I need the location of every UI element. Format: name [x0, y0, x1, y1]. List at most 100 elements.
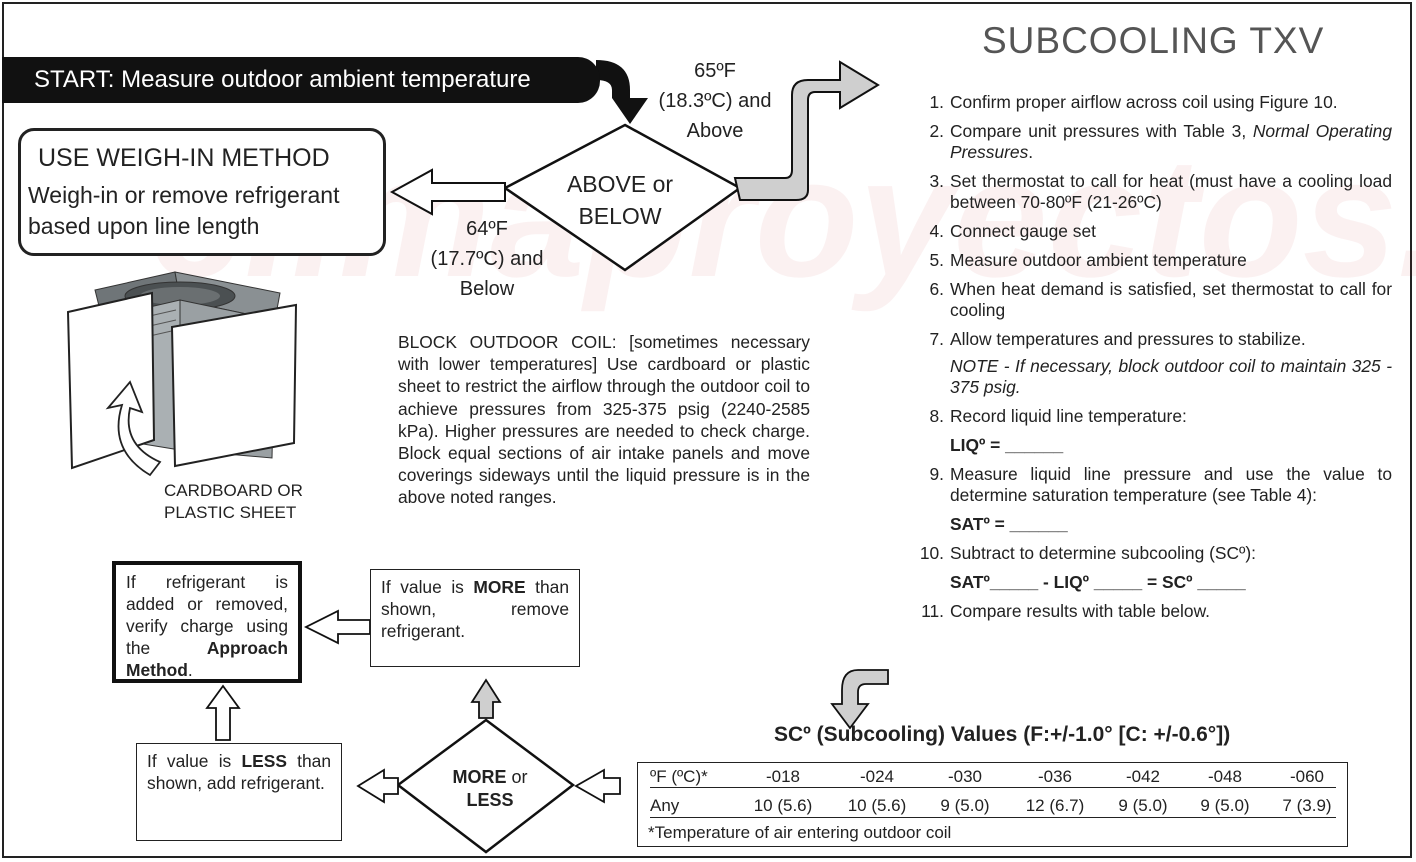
- sc-value: 12 (6.7): [1025, 796, 1085, 815]
- sc-table: ºF (ºC)* -018 -024 -030 -036 -042 -048 -…: [637, 762, 1348, 847]
- arrow-left-to-approach: [303, 609, 371, 645]
- step-7: 7.Allow temperatures and pressures to st…: [918, 329, 1392, 350]
- step-number: 8.: [929, 406, 944, 426]
- branch-low-line2: (17.7ºC) and: [430, 248, 544, 270]
- branch-high-line3: Above: [686, 120, 744, 142]
- less-value-box: If value is LESS than shown, add refrige…: [136, 743, 342, 841]
- liq-field: LIQº = ______: [950, 435, 1064, 455]
- sc-value: 7 (3.9): [1282, 796, 1332, 815]
- subcooling-formula: SATº_____ - LIQº _____ = SCº _____: [950, 572, 1246, 592]
- decision-line1: ABOVE or: [566, 171, 674, 197]
- step-text: Allow temperatures and pressures to stab…: [950, 329, 1306, 349]
- step-number: 11.: [921, 601, 944, 621]
- sc-row-label: Any: [650, 796, 680, 815]
- more-bold: MORE: [473, 577, 526, 597]
- sc-col: -042: [1125, 767, 1161, 786]
- step-text: Measure outdoor ambient temperature: [950, 250, 1247, 270]
- step-text: Confirm proper airflow across coil using…: [950, 92, 1338, 112]
- step-5: 5. Measure outdoor ambient temperature: [918, 250, 1392, 271]
- sc-value: 9 (5.0): [1200, 796, 1250, 815]
- sc-col: -024: [859, 767, 895, 786]
- step-4: 4.Connect gauge set: [918, 221, 1392, 242]
- arrow-up-to-approach: [205, 684, 241, 741]
- sat-blank: SATº = ______: [918, 514, 1392, 535]
- arrow-up-to-more: [470, 678, 502, 719]
- step-6: 6. When heat demand is satisfied, set the…: [918, 279, 1392, 321]
- steps-list: 1. Confirm proper airflow across coil usi…: [918, 92, 1392, 630]
- more-text-end: than shown, remove refrigerant.: [381, 577, 569, 641]
- less-bold: LESS: [241, 751, 287, 771]
- approach-method-box: If refrigerant is added or removed, veri…: [112, 561, 302, 683]
- approach-text-end: .: [187, 660, 193, 680]
- sc-value-underline: [650, 817, 1336, 818]
- step-text: Compare unit pressures with Table 3,: [950, 121, 1253, 141]
- step-number: 10.: [919, 543, 944, 563]
- section-title: SUBCOOLING TXV: [982, 20, 1325, 61]
- step-text-italic: Normal Operating Pressures: [950, 121, 1393, 162]
- step-number: 6.: [929, 279, 944, 299]
- less-text: If value is: [147, 751, 242, 771]
- liq-blank: LIQº = ______: [918, 435, 1392, 456]
- approach-bold: Approach Method: [126, 638, 288, 680]
- weigh-in-body: Weigh-in or remove refrigerant based upo…: [28, 182, 340, 239]
- sc-col: -030: [947, 767, 983, 786]
- step-text: Record liquid line temperature:: [950, 406, 1187, 426]
- curved-arrow-down: [830, 669, 889, 730]
- step-2: 2. Compare unit pressures with Table 3, N…: [918, 121, 1392, 163]
- weigh-in-box: [18, 128, 386, 256]
- sc-footnote: *Temperature of air entering outdoor coi…: [648, 823, 952, 842]
- step-number: 9.: [929, 464, 944, 484]
- branch-low-line1: 64ºF: [466, 218, 508, 240]
- step-text: Subtract to determine subcooling (SCº):: [950, 543, 1257, 563]
- decision-diamond: [502, 123, 743, 272]
- step-number: 4.: [929, 221, 944, 241]
- sc-header-label: ºF (ºC)*: [650, 767, 708, 786]
- branch-high-label: 65ºF (18.3ºC) and Above: [640, 56, 790, 146]
- step-8: 8. Record liquid line temperature:: [918, 406, 1392, 427]
- sc-col: -018: [765, 767, 801, 786]
- formula-line: SATº_____ - LIQº _____ = SCº _____: [918, 572, 1392, 593]
- step-text: .: [1028, 142, 1034, 162]
- step-note: NOTE - If necessary, block outdoor coil …: [950, 356, 1392, 397]
- step-text: Set thermostat to call for heat (must ha…: [950, 171, 1392, 212]
- sat-field: SATº = ______: [950, 514, 1068, 534]
- more-or-less-diamond: [395, 718, 576, 854]
- step-1: 1. Confirm proper airflow across coil usi…: [918, 92, 1392, 113]
- sc-value: 9 (5.0): [1118, 796, 1168, 815]
- step-11: 11. Compare results with table below.: [918, 601, 1392, 622]
- sc-value: 9 (5.0): [940, 796, 990, 815]
- less-word: LESS: [466, 790, 514, 810]
- sc-header-underline: [650, 787, 1336, 788]
- step-text: When heat demand is satisfied, set therm…: [950, 279, 1392, 320]
- sc-col: -048: [1207, 767, 1243, 786]
- arrow-left-from-table: [574, 768, 621, 804]
- more-value-box: If value is MORE than shown, remove refr…: [370, 569, 580, 667]
- step-number: 2.: [929, 121, 944, 141]
- step-number: 1.: [929, 92, 944, 112]
- condenser-unit-illustration: [66, 271, 298, 477]
- sc-col: -060: [1289, 767, 1325, 786]
- step-number: 5.: [929, 250, 944, 270]
- start-bar: START: Measure outdoor ambient temperatu…: [2, 57, 600, 103]
- step-text: Compare results with table below.: [950, 601, 1211, 621]
- step-9: 9. Measure liquid line pressure and use t…: [918, 464, 1392, 506]
- branch-high-line2: (18.3ºC) and: [658, 90, 772, 112]
- step-10: 10. Subtract to determine subcooling (SCº…: [918, 543, 1392, 564]
- more-or-less-text: MORE or LESS: [432, 766, 548, 812]
- sc-value: 10 (5.6): [847, 796, 907, 815]
- branch-low-label: 64ºF (17.7ºC) and Below: [412, 214, 562, 304]
- step-text: Measure liquid line pressure and use the…: [950, 464, 1392, 505]
- step-3: 3. Set thermostat to call for heat (must …: [918, 171, 1392, 213]
- weigh-in-title: USE WEIGH-IN METHOD: [38, 144, 330, 172]
- less-text-end: than shown, add refrigerant.: [147, 751, 331, 793]
- branch-low-line3: Below: [459, 278, 515, 300]
- sc-col: -036: [1037, 767, 1073, 786]
- decision-line2: BELOW: [578, 203, 662, 229]
- arrow-left-to-less: [356, 768, 399, 804]
- decision-text: ABOVE or BELOW: [540, 168, 700, 232]
- step-number: 3.: [929, 171, 944, 191]
- block-coil-text: BLOCK OUTDOOR COIL: [sometimes necessary…: [398, 332, 810, 508]
- start-down-arrow: [596, 60, 648, 124]
